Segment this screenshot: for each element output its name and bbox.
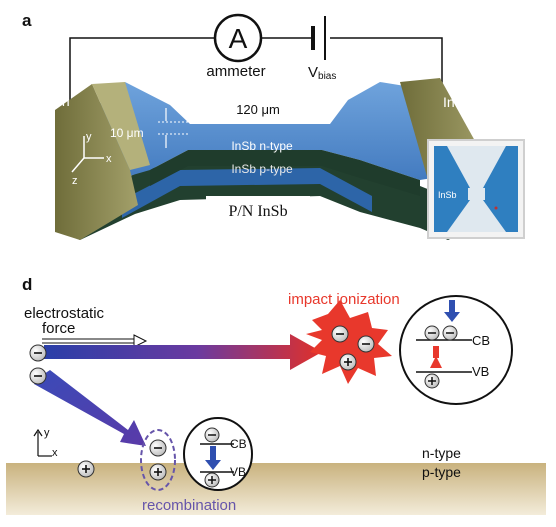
bridge-top <box>80 82 470 190</box>
length-dimension <box>190 116 328 124</box>
impact-vb-label: VB <box>472 364 489 379</box>
electron-diffusion-arrow <box>34 370 146 446</box>
length-label: 120 μm <box>236 102 280 117</box>
device-label: P/N InSb <box>228 203 287 220</box>
electrode-left-top <box>92 82 150 170</box>
axis-z-a: z <box>72 175 78 187</box>
impact-carriers <box>331 325 375 371</box>
electrode-right-label: In <box>443 94 455 110</box>
ptype-label: InSb p-type <box>231 162 293 176</box>
width-label: 10 μm <box>110 126 144 140</box>
panel-d-label: d <box>22 275 32 294</box>
vbias-label: Vbias <box>308 64 336 82</box>
electron-diffuse <box>29 367 47 385</box>
ntype-label: InSb n-type <box>231 139 293 153</box>
recomb-vb-label: VB <box>230 465 246 479</box>
ammeter-label: ammeter <box>206 63 265 80</box>
force-label-line1: electrostatic <box>24 305 105 322</box>
bridge-front <box>122 168 372 218</box>
recombination-pair-outline <box>140 429 176 491</box>
ammeter-letter: A <box>229 23 248 54</box>
hole-in-band <box>77 460 95 478</box>
axis-y-d: y <box>44 427 50 439</box>
panel-a-label: a <box>22 11 32 30</box>
axis-x-d: x <box>52 447 58 459</box>
electrode-left-label: In <box>58 93 70 109</box>
electrode-left <box>55 84 138 240</box>
inset-micrograph <box>427 139 525 239</box>
ptype-region <box>6 463 546 515</box>
ptype-region-label: p-type <box>422 464 461 480</box>
device-label-box <box>206 196 310 222</box>
ntype-region-label: n-type <box>422 445 461 461</box>
impact-cb-label: CB <box>472 333 490 348</box>
inset-label: InSb <box>438 190 457 200</box>
recombination-pair <box>149 439 167 481</box>
axis-x-a: x <box>106 153 112 165</box>
axis-y-a: y <box>86 131 92 143</box>
width-dimension <box>158 121 188 135</box>
impact-band-diagram <box>399 295 513 405</box>
force-label-line2: force <box>42 320 75 337</box>
electron-start <box>29 344 47 362</box>
recombination-band-diagram <box>183 417 253 491</box>
ammeter-symbol: A <box>213 13 263 63</box>
recombination-label: recombination <box>142 497 236 514</box>
ptype-strip <box>150 150 420 196</box>
force-arrow <box>42 334 148 348</box>
battery-symbol <box>311 16 326 60</box>
impact-label: impact ionization <box>288 291 400 308</box>
recomb-cb-label: CB <box>230 437 247 451</box>
axes-panel-a <box>71 136 104 173</box>
axes-panel-d <box>33 428 52 457</box>
electron-drift-arrow <box>44 334 322 370</box>
impact-burst <box>306 300 392 384</box>
